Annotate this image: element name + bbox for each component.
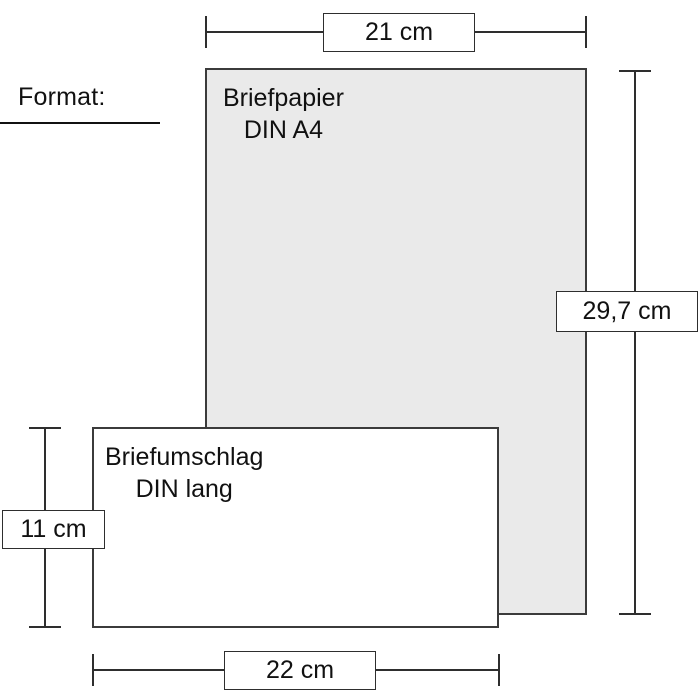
dimension-tick-a4-width-left bbox=[205, 16, 207, 48]
dimension-tick-envelope-width-left bbox=[92, 654, 94, 686]
paper-sheet-a4-standard: DIN A4 bbox=[243, 116, 324, 144]
format-caption-label: Format: bbox=[18, 83, 106, 111]
dimension-line-a4-height bbox=[634, 70, 636, 615]
paper-sheet-a4-caption: Briefpapier DIN A4 bbox=[223, 82, 344, 146]
dimension-tick-a4-width-right bbox=[585, 16, 587, 48]
dimension-label-envelope-height: 11 cm bbox=[2, 510, 105, 549]
format-caption-underline bbox=[0, 122, 160, 124]
dimension-label-envelope-width: 22 cm bbox=[224, 651, 376, 690]
dimension-label-a4-width: 21 cm bbox=[323, 13, 475, 52]
paper-sheet-a4-name: Briefpapier bbox=[223, 84, 344, 112]
paper-sheet-envelope: Briefumschlag DIN lang bbox=[92, 427, 499, 628]
dimension-tick-a4-height-top bbox=[619, 70, 651, 72]
dimension-tick-envelope-width-right bbox=[498, 654, 500, 686]
dimension-tick-envelope-height-bottom bbox=[29, 626, 61, 628]
paper-sheet-envelope-caption: Briefumschlag DIN lang bbox=[105, 441, 263, 505]
dimension-tick-envelope-height-top bbox=[29, 427, 61, 429]
paper-sheet-envelope-standard: DIN lang bbox=[135, 475, 233, 503]
dimension-label-a4-height: 29,7 cm bbox=[556, 291, 698, 332]
dimension-tick-a4-height-bottom bbox=[619, 613, 651, 615]
paper-sheet-envelope-name: Briefumschlag bbox=[105, 443, 264, 471]
